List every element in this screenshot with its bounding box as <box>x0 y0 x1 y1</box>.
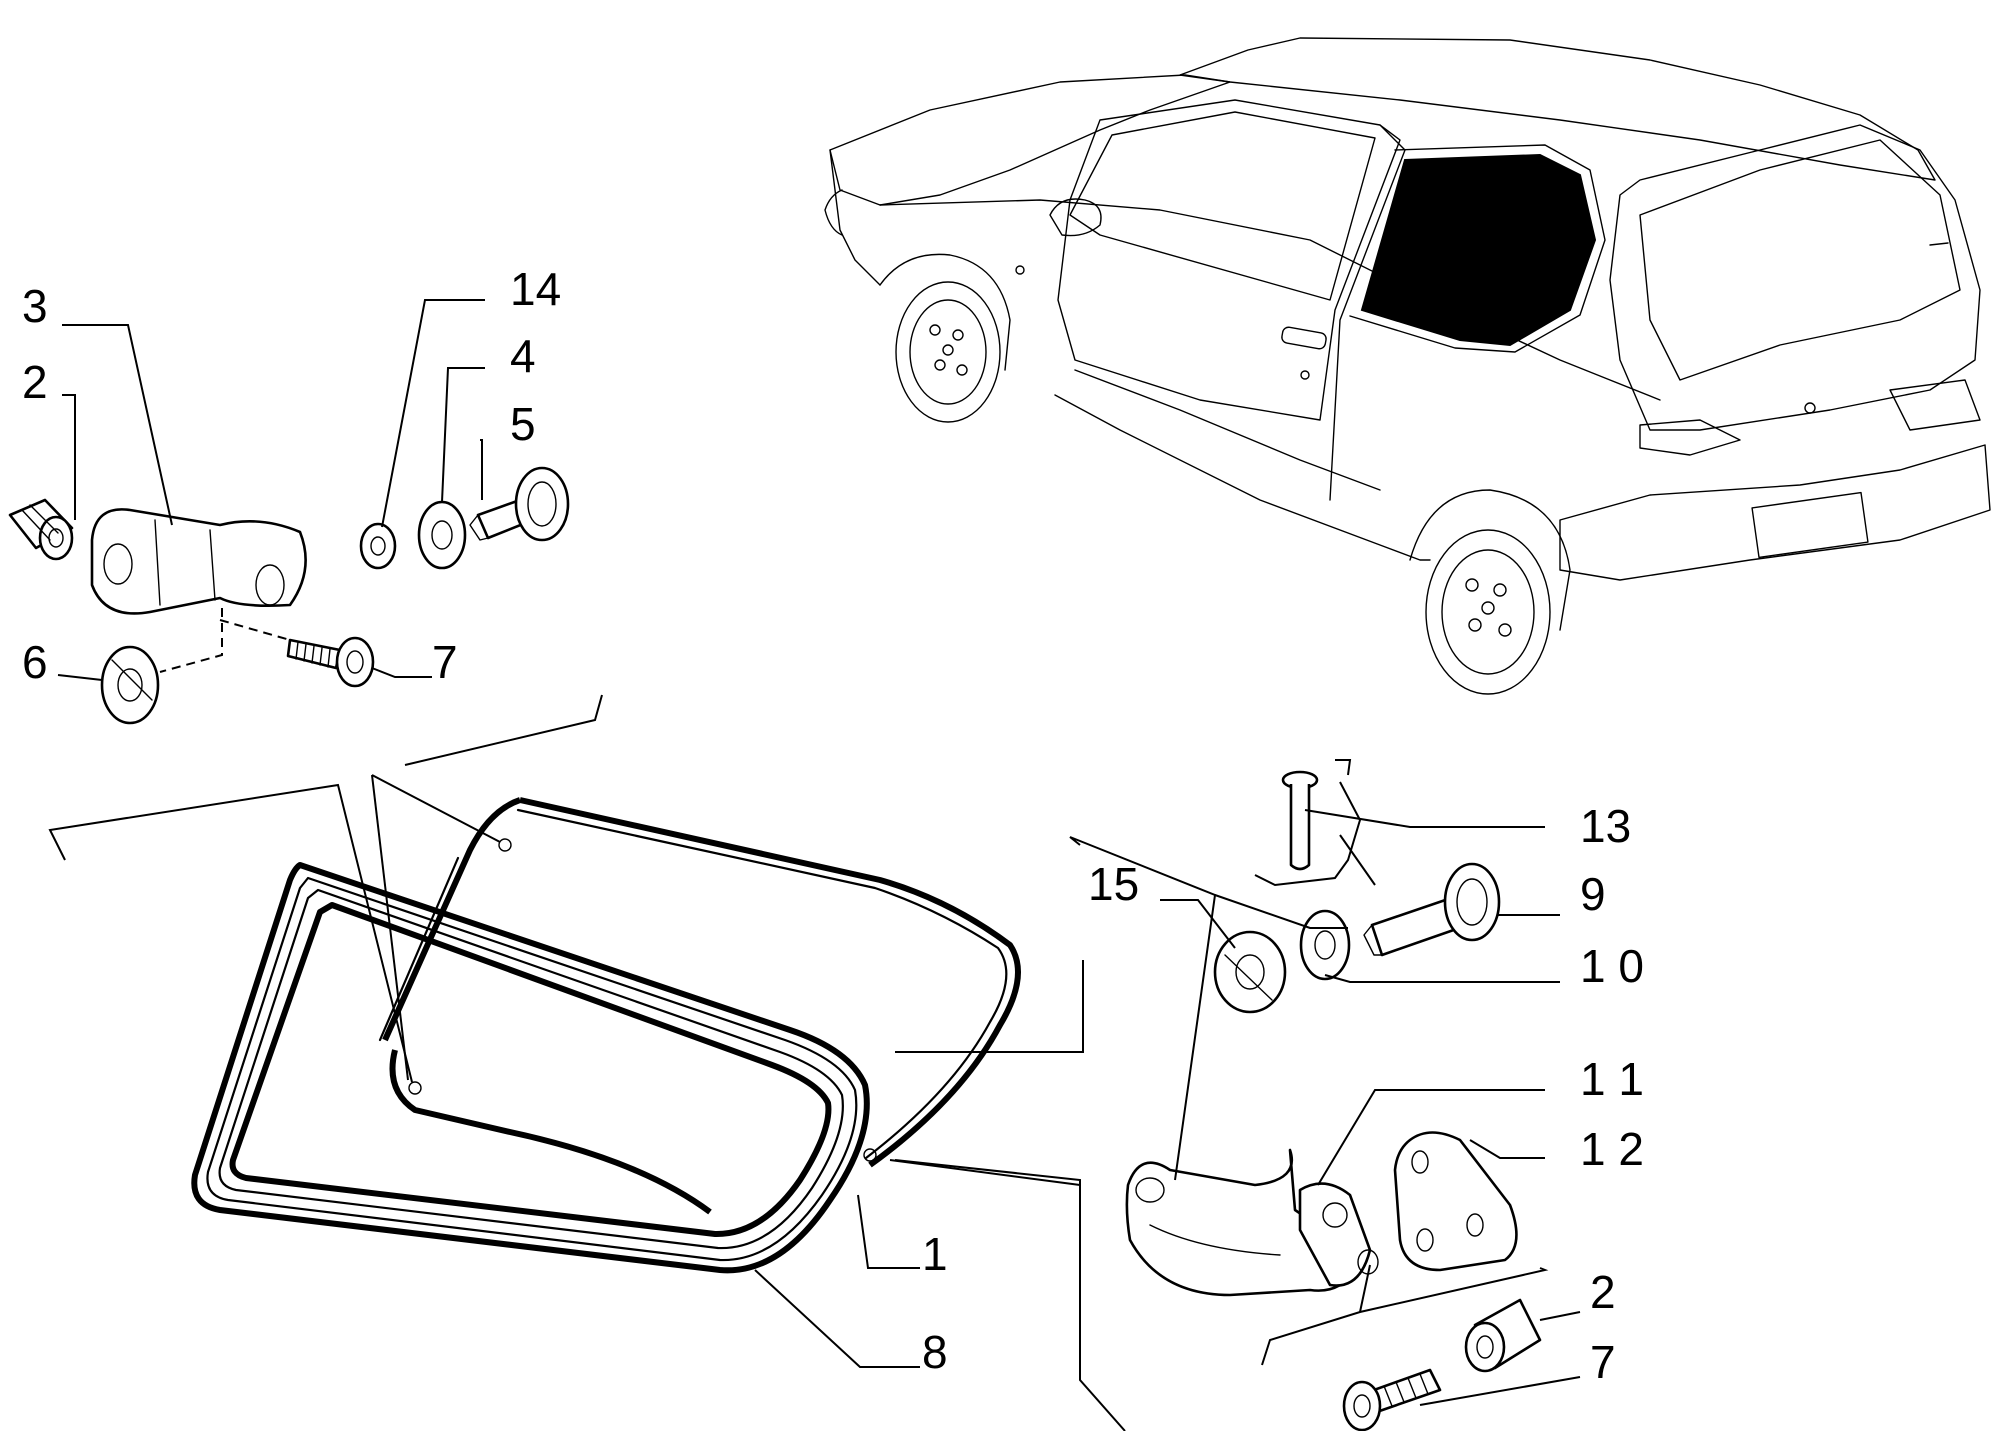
leader-line <box>1359 1264 1371 1313</box>
hinge-bracket-part-11 <box>1125 1148 1379 1297</box>
callout-6: 6 <box>22 636 48 688</box>
hinge-group-lower <box>1069 759 1549 1431</box>
washer-part-4 <box>417 500 467 570</box>
leader-line <box>1069 836 1217 1181</box>
washer-part-14 <box>359 522 397 570</box>
callout-3: 3 <box>22 280 48 332</box>
assembly-dashed-line <box>219 619 291 641</box>
hinge-group-upper <box>8 466 570 725</box>
callout-2: 2 <box>22 356 48 408</box>
callout-2-lower: 2 <box>1590 1266 1616 1318</box>
callout-labels: 3 2 14 4 5 6 7 13 15 9 1 0 1 1 1 2 1 8 2… <box>22 263 1644 1388</box>
pin-part-9 <box>1363 862 1501 957</box>
bush-part-2 <box>8 498 74 561</box>
callout-leaders <box>57 299 1581 1431</box>
leader-line <box>1339 834 1376 886</box>
bush-part-2-lower <box>1464 1298 1542 1373</box>
nut-part-6 <box>100 645 160 725</box>
callout-8: 8 <box>922 1326 948 1378</box>
leader-line <box>404 694 603 766</box>
leader-line <box>1214 894 1348 929</box>
seal-frame-part-8 <box>191 862 870 1274</box>
callout-7: 7 <box>432 636 458 688</box>
callout-13: 13 <box>1580 800 1631 852</box>
glass-part-1 <box>378 797 1021 1168</box>
callout-1: 1 <box>922 1228 948 1280</box>
callout-11: 1 1 <box>1580 1053 1644 1105</box>
screw-part-7-lower <box>1342 1368 1442 1431</box>
screw-part-7 <box>286 636 375 688</box>
callout-4: 4 <box>510 330 536 382</box>
nut-part-15 <box>1213 930 1287 1014</box>
callout-15: 15 <box>1088 858 1139 910</box>
assembly-dashed-line <box>159 608 223 673</box>
callout-5: 5 <box>510 398 536 450</box>
callout-9: 9 <box>1580 868 1606 920</box>
washer-part-10 <box>1299 909 1351 981</box>
plate-part-12 <box>1393 1131 1518 1272</box>
callout-7-lower: 7 <box>1590 1336 1616 1388</box>
window-assembly <box>48 694 1021 1274</box>
pin-part-5 <box>469 466 570 542</box>
hinge-bracket-part-3 <box>90 508 307 615</box>
leader-line <box>1335 759 1352 776</box>
leader-line <box>48 783 413 1083</box>
leader-line <box>371 774 501 843</box>
leader-line <box>371 774 409 1081</box>
callout-10: 1 0 <box>1580 940 1644 992</box>
callout-14: 14 <box>510 263 561 315</box>
leader-line <box>1254 781 1362 887</box>
pin-part-13 <box>1281 770 1319 871</box>
callout-12: 1 2 <box>1580 1123 1644 1175</box>
car-illustration <box>824 37 1991 695</box>
